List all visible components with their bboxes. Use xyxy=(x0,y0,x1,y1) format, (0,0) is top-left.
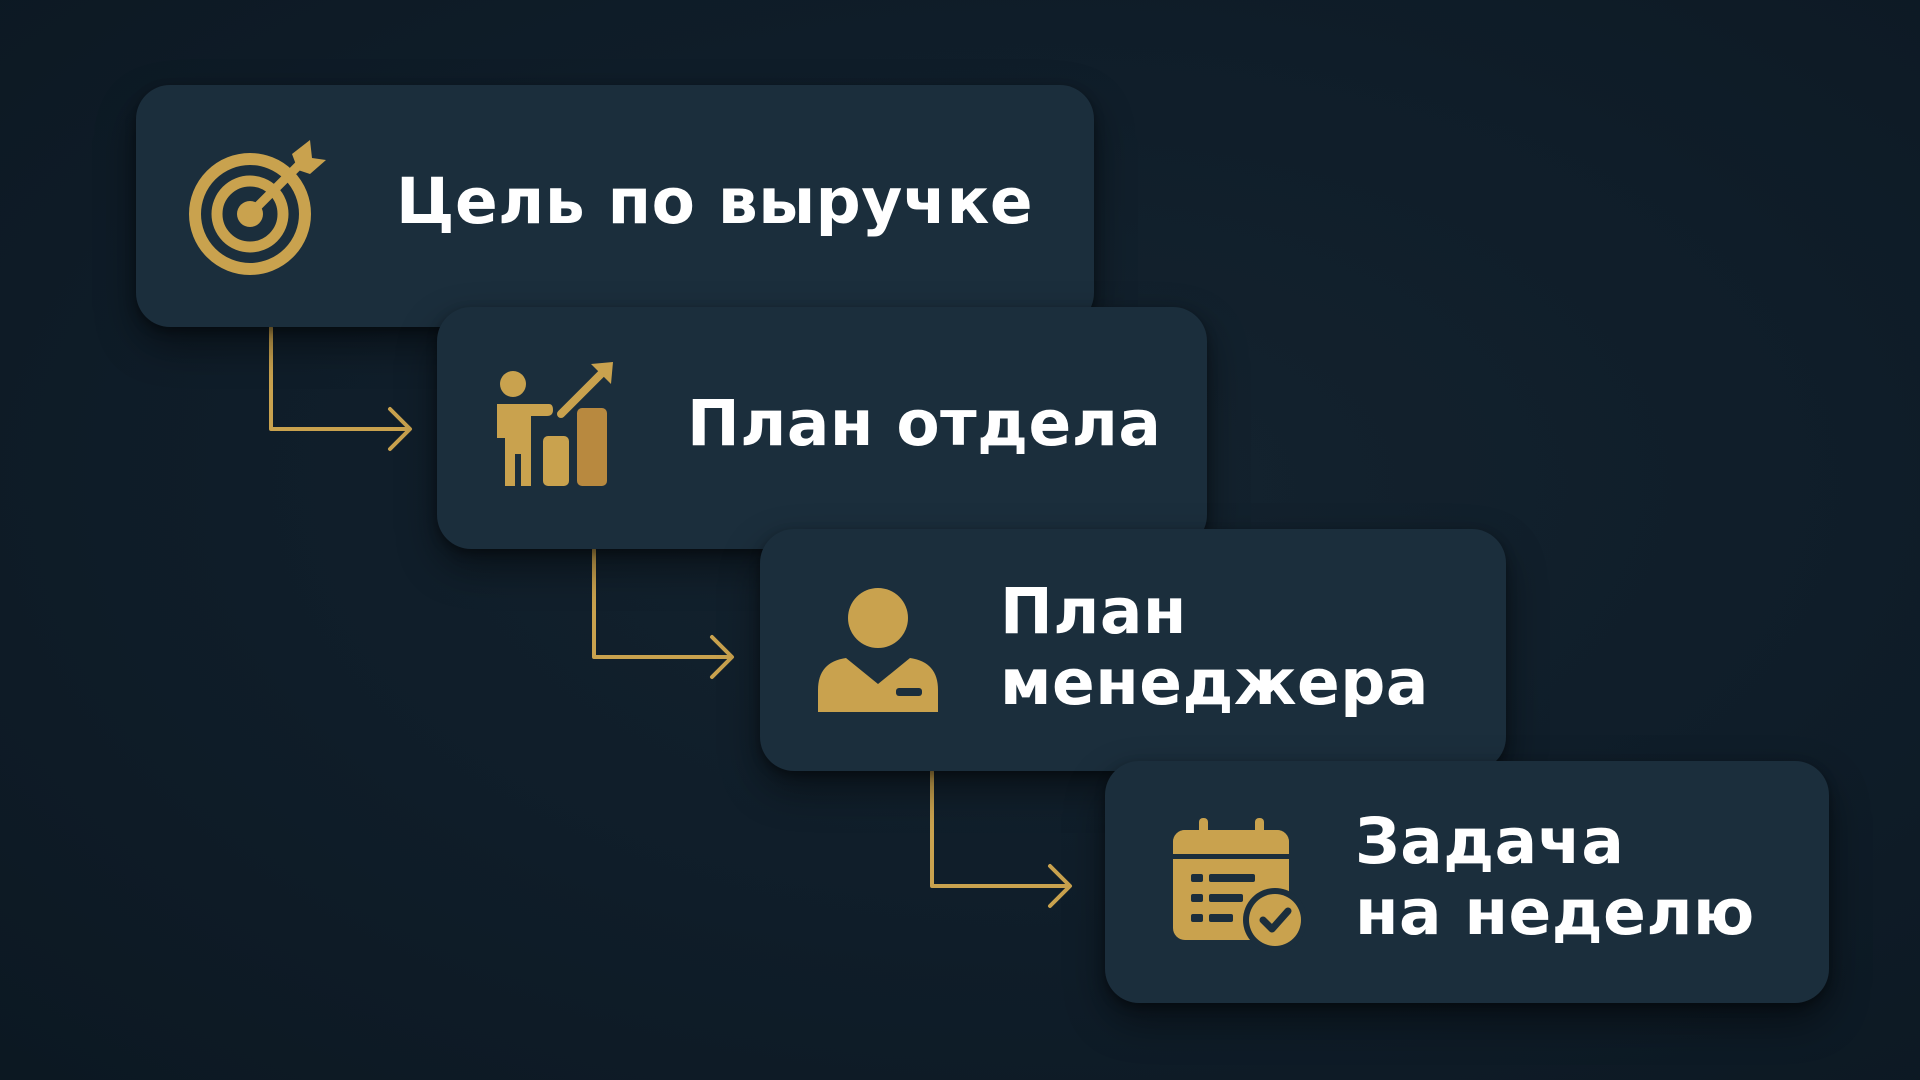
step-card-manager-plan: План менеджера xyxy=(760,529,1506,771)
step-card-revenue-goal: Цель по выручке xyxy=(136,85,1094,327)
growth-chart-person-icon xyxy=(487,358,627,498)
step-label: Задача на неделю xyxy=(1355,805,1755,949)
target-icon xyxy=(188,136,328,276)
connector-arrow-1 xyxy=(269,326,412,451)
step-card-weekly-task: Задача на неделю xyxy=(1105,761,1829,1003)
connector-arrow-3 xyxy=(930,770,1072,908)
step-label: План отдела xyxy=(687,387,1162,460)
step-label: План менеджера xyxy=(1000,575,1429,719)
manager-person-icon xyxy=(814,580,954,720)
step-card-department-plan: План отдела xyxy=(437,307,1207,549)
calendar-check-icon xyxy=(1169,812,1309,952)
connector-arrow-2 xyxy=(592,548,734,679)
step-label: Цель по выручке xyxy=(396,165,1034,238)
